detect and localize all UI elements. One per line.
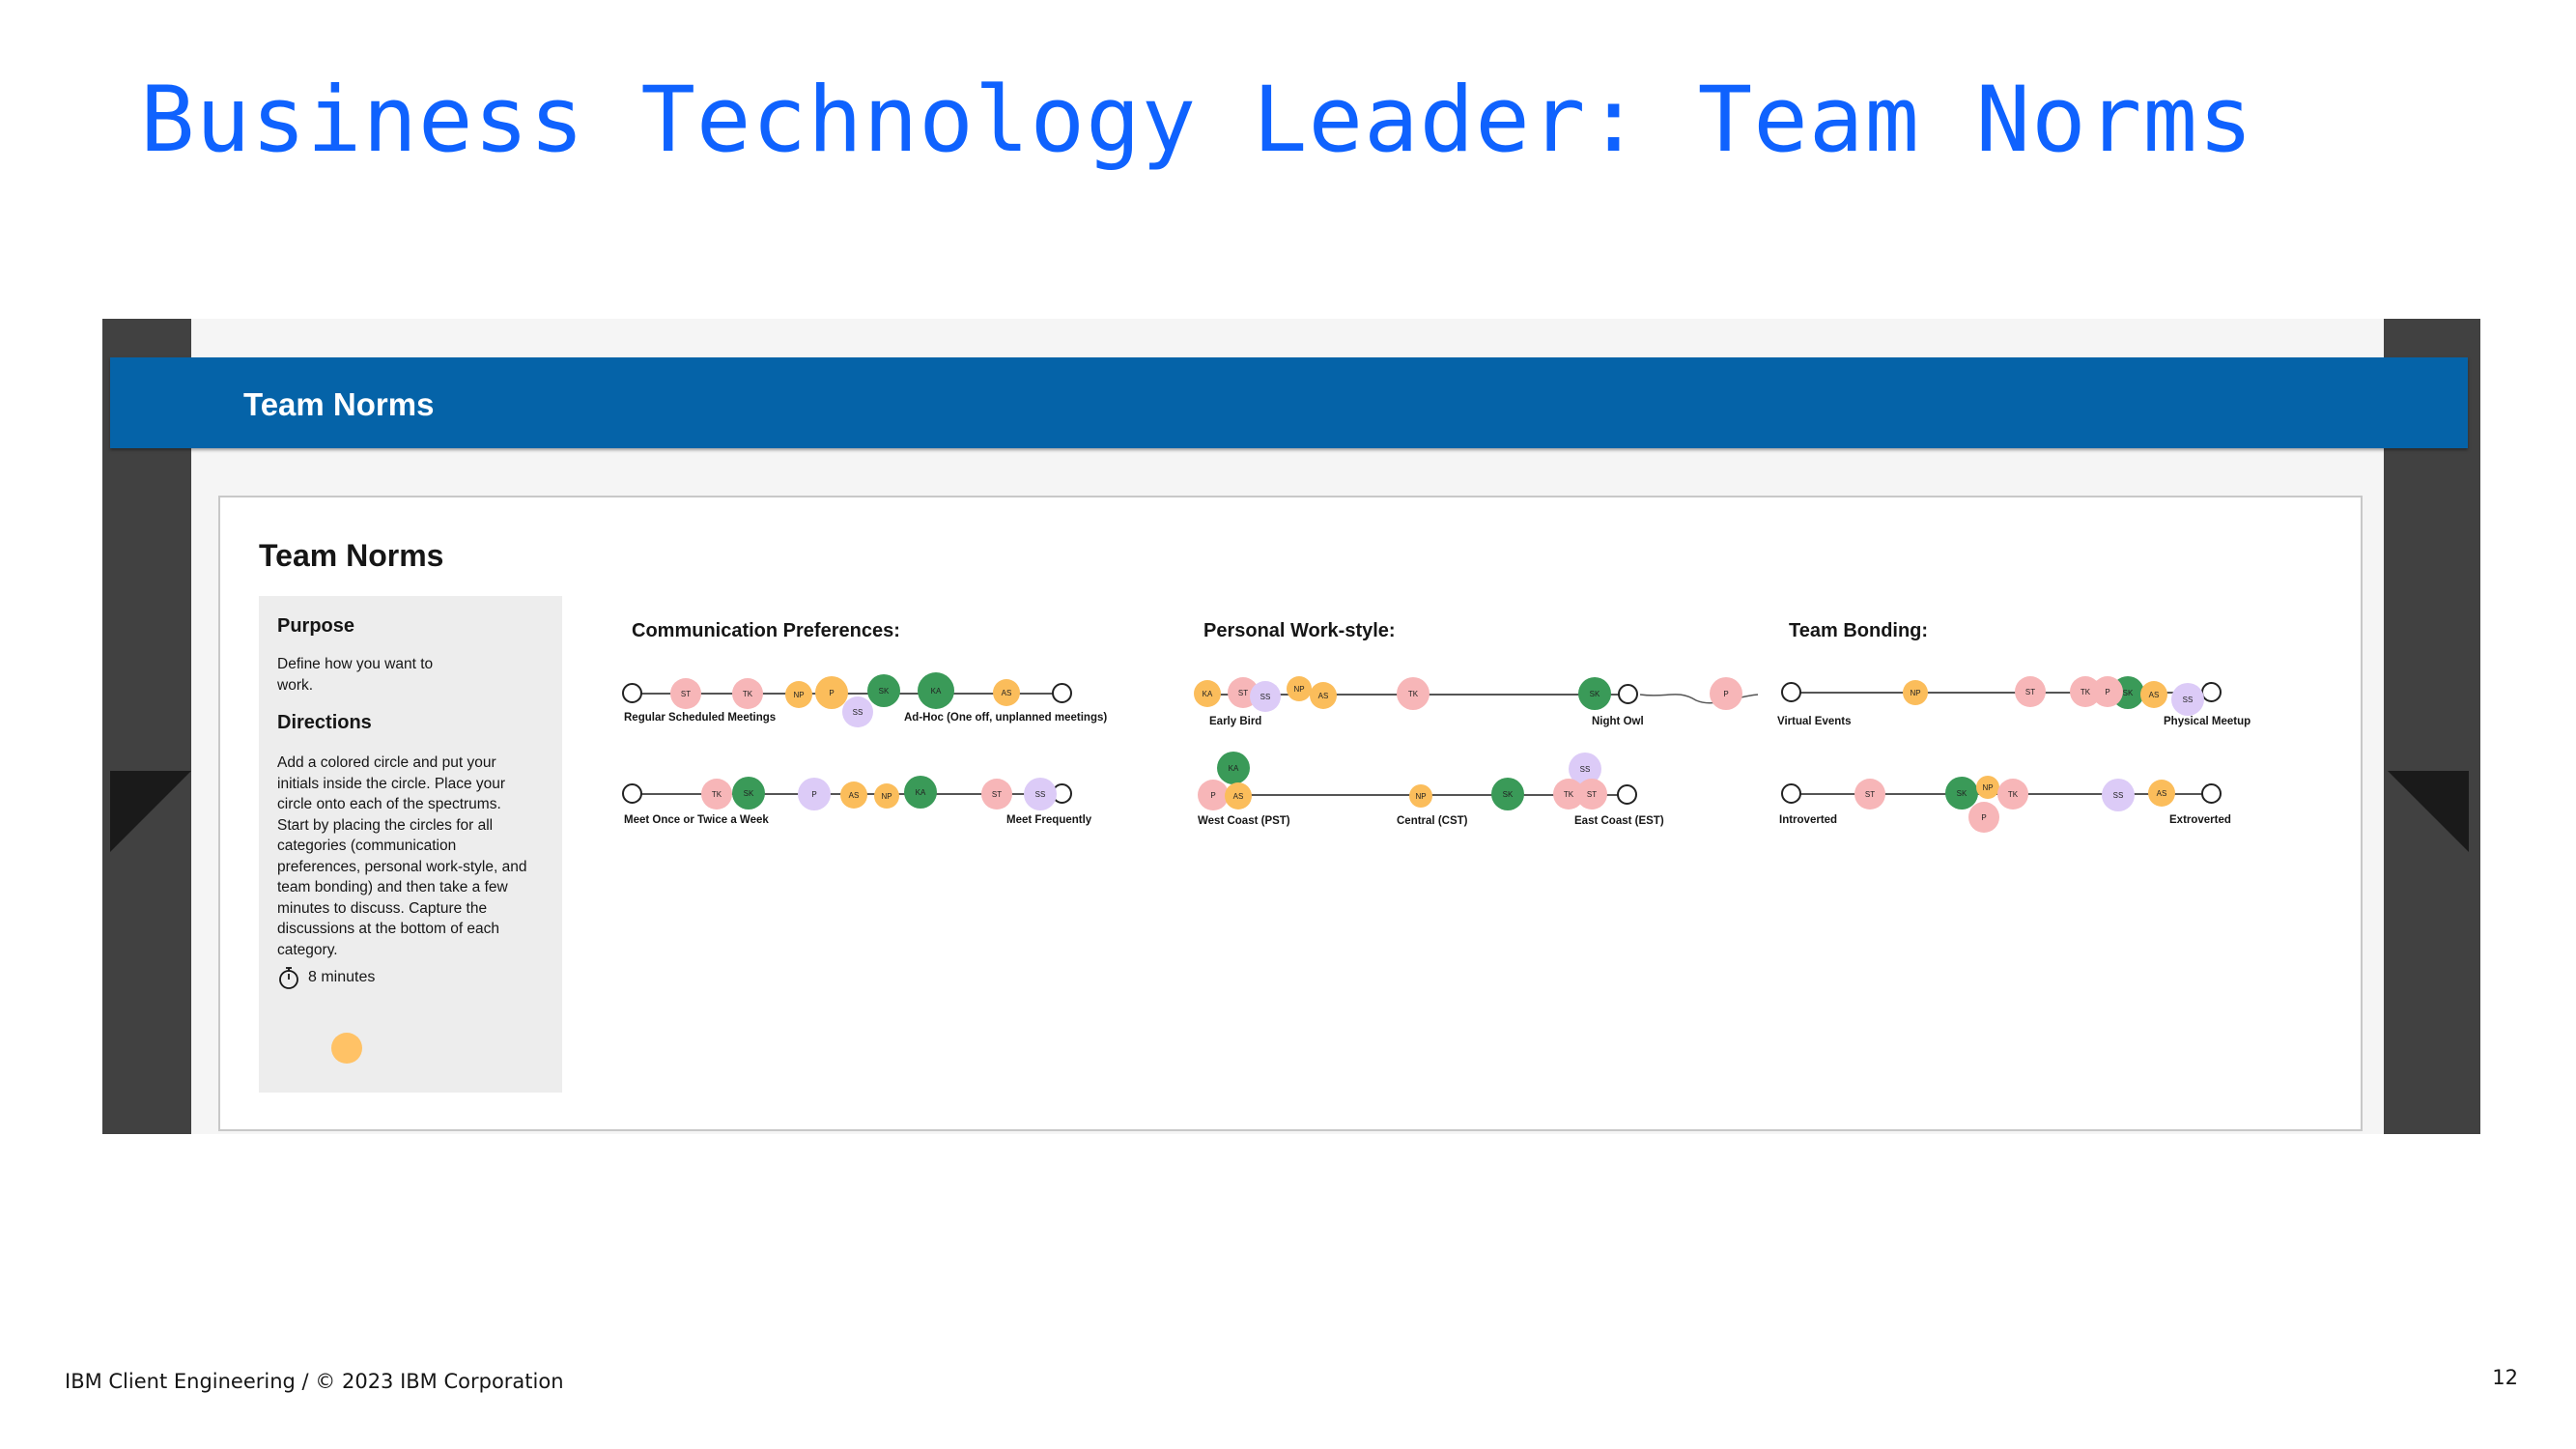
initials-circle[interactable]: SK bbox=[1945, 777, 1978, 810]
initials-circle[interactable]: ST bbox=[1854, 779, 1885, 810]
initials-circle[interactable]: SK bbox=[732, 777, 765, 810]
initials-circle[interactable]: P bbox=[815, 676, 848, 709]
banner-fold-left bbox=[110, 771, 191, 852]
directions-heading: Directions bbox=[277, 712, 372, 733]
bonding-title: Team Bonding: bbox=[1789, 620, 1929, 641]
initials-circle[interactable]: AS bbox=[2148, 780, 2175, 807]
initials-circle[interactable]: P bbox=[1710, 677, 1742, 710]
board-title: Team Norms bbox=[259, 538, 444, 573]
spectrum-label-left: West Coast (PST) bbox=[1198, 815, 1290, 827]
initials-circle[interactable]: P bbox=[1968, 802, 1999, 833]
banner: Team Norms bbox=[110, 357, 2468, 448]
initials-circle[interactable]: AS bbox=[1225, 782, 1252, 810]
initials-circle[interactable]: SK bbox=[867, 674, 900, 707]
spectrum-endpoint[interactable] bbox=[2201, 783, 2222, 804]
initials-circle[interactable]: AS bbox=[993, 679, 1020, 706]
spectrum-endpoint[interactable] bbox=[1052, 683, 1072, 703]
initials-circle[interactable]: NP bbox=[785, 681, 812, 708]
initials-circle[interactable]: AS bbox=[1310, 682, 1337, 709]
slide-title: Business Technology Leader: Team Norms bbox=[140, 68, 2254, 173]
spectrum-line bbox=[1791, 692, 2206, 694]
initials-circle[interactable]: ST bbox=[2015, 676, 2046, 707]
communication-title: Communication Preferences: bbox=[632, 620, 900, 641]
initials-circle[interactable]: NP bbox=[1409, 784, 1432, 808]
initials-circle[interactable]: KA bbox=[904, 776, 937, 809]
initials-circle[interactable]: SS bbox=[2102, 779, 2135, 811]
initials-circle[interactable]: ST bbox=[981, 779, 1012, 810]
spectrum-label-left: Early Bird bbox=[1209, 716, 1262, 727]
initials-circle[interactable]: SK bbox=[1578, 677, 1611, 710]
spectrum-label-left: Regular Scheduled Meetings bbox=[624, 712, 777, 724]
spectrum-endpoint[interactable] bbox=[1618, 684, 1638, 704]
spectrum-label-right: Night Owl bbox=[1592, 716, 1644, 727]
spectrum-label-right: East Coast (EST) bbox=[1574, 815, 1664, 827]
spectrum-endpoint[interactable] bbox=[1617, 784, 1637, 805]
stopwatch-icon bbox=[277, 965, 300, 990]
purpose-heading: Purpose bbox=[277, 615, 355, 637]
initials-circle[interactable]: ST bbox=[670, 678, 701, 709]
initials-circle[interactable]: AS bbox=[840, 781, 867, 809]
initials-circle[interactable]: SS bbox=[842, 696, 873, 727]
initials-circle[interactable]: TK bbox=[701, 779, 732, 810]
initials-circle[interactable]: NP bbox=[1976, 776, 1999, 799]
initials-circle[interactable]: P bbox=[2092, 676, 2123, 707]
spectrum-label-right: Extroverted bbox=[2169, 814, 2231, 826]
initials-circle[interactable]: NP bbox=[874, 783, 899, 809]
footer-copyright: IBM Client Engineering / © 2023 IBM Corp… bbox=[65, 1370, 564, 1393]
initials-circle[interactable]: SS bbox=[1024, 778, 1057, 810]
initials-circle[interactable]: SS bbox=[2171, 683, 2204, 716]
spectrum-label-right: Physical Meetup bbox=[2164, 716, 2251, 727]
spectrum-label-left: Virtual Events bbox=[1777, 716, 1852, 727]
instructions-panel: Purpose Define how you want to work. Dir… bbox=[259, 596, 562, 1093]
connector-curve bbox=[1639, 694, 1759, 704]
initials-circle[interactable]: P bbox=[1198, 780, 1229, 810]
initials-circle[interactable]: ST bbox=[1576, 779, 1607, 810]
spectrum-endpoint[interactable] bbox=[622, 783, 642, 804]
initials-circle[interactable]: KA bbox=[918, 672, 954, 709]
directions-text: Add a colored circle and put your initia… bbox=[277, 754, 527, 958]
spectrum-endpoint[interactable] bbox=[622, 683, 642, 703]
spectrum-label-left: Meet Once or Twice a Week bbox=[624, 814, 769, 826]
timer: 8 minutes bbox=[277, 965, 375, 990]
initials-circle[interactable]: SS bbox=[1250, 681, 1281, 712]
purpose-text: Define how you want to work. bbox=[277, 656, 434, 694]
initials-circle[interactable]: TK bbox=[1397, 677, 1430, 710]
initials-circle[interactable]: SK bbox=[1491, 778, 1524, 810]
timer-text: 8 minutes bbox=[308, 969, 376, 985]
spectrum-endpoint[interactable] bbox=[2201, 682, 2222, 702]
banner-fold-right bbox=[2388, 771, 2469, 852]
spectrum-endpoint[interactable] bbox=[1781, 783, 1801, 804]
spectrum-label-right: Meet Frequently bbox=[1006, 814, 1092, 826]
initials-circle[interactable]: KA bbox=[1194, 680, 1221, 707]
spectrum-label-right: Ad-Hoc (One off, unplanned meetings) bbox=[904, 712, 1108, 724]
spectrum-label-mid: Central (CST) bbox=[1397, 815, 1468, 827]
spectrum-endpoint[interactable] bbox=[1781, 682, 1801, 702]
color-circle-sample[interactable] bbox=[331, 1033, 362, 1064]
initials-circle[interactable]: TK bbox=[1997, 779, 2028, 810]
initials-circle[interactable]: TK bbox=[732, 678, 763, 709]
initials-circle[interactable]: P bbox=[798, 778, 831, 810]
team-norms-board: Team Norms Purpose Define how you want t… bbox=[218, 496, 2363, 1131]
initials-circle[interactable]: NP bbox=[1903, 680, 1928, 705]
workstyle-title: Personal Work-style: bbox=[1203, 620, 1396, 641]
initials-circle[interactable]: NP bbox=[1287, 676, 1312, 701]
spectrum-label-left: Introverted bbox=[1779, 814, 1838, 826]
page-number: 12 bbox=[2492, 1366, 2518, 1389]
initials-circle[interactable]: AS bbox=[2140, 681, 2167, 708]
banner-title: Team Norms bbox=[243, 386, 435, 422]
initials-circle[interactable]: KA bbox=[1217, 752, 1250, 784]
